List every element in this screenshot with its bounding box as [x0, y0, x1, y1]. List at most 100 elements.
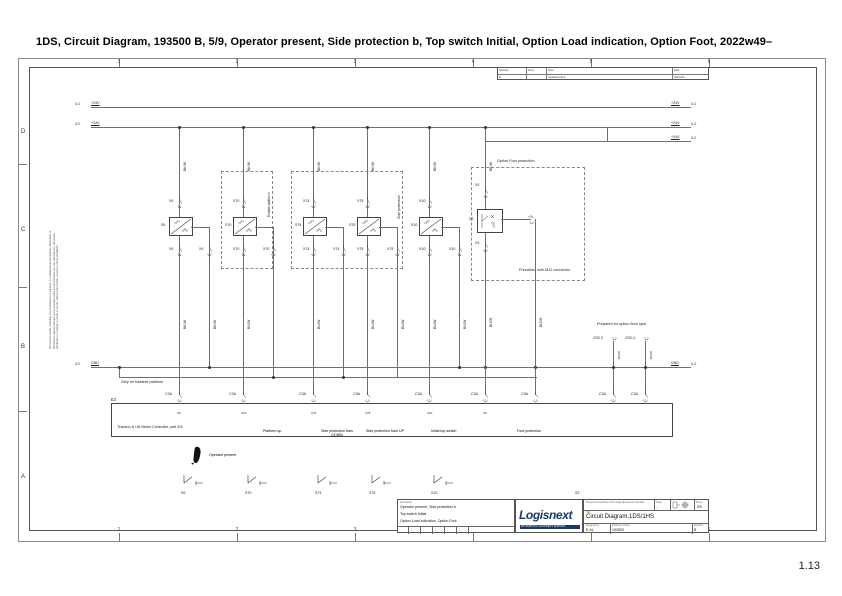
note-foldable-platform: Only on foldable platform — [121, 380, 164, 384]
branch-s10-pin-bot: X10 — [419, 247, 426, 251]
branch-s70-designator: S70 — [225, 223, 232, 227]
description-header: Description — [400, 500, 412, 504]
branch-s74-bot-wire: BU/W — [317, 319, 321, 329]
branch-s9-out-v — [209, 227, 210, 367]
branch-s75-out — [379, 227, 397, 228]
box-rotate-platform — [221, 171, 273, 269]
branch-s9-switch-out-icon — [207, 245, 213, 257]
branch-s70-pin-top: X70 — [233, 199, 240, 203]
branch-s75-pin-top: X75 — [357, 199, 364, 203]
rail-ground-left-label: GND — [91, 361, 99, 365]
branch-s3-switch-out-icon — [528, 214, 534, 225]
branch-s75-designator: S75 — [349, 223, 356, 227]
description-line-3: Option Load indication, Option Foot — [400, 519, 457, 523]
foldable-platform-drop — [119, 367, 120, 377]
branch-s74-switch-top-icon — [311, 197, 317, 209]
branch-s70-pin-out: X70 — [263, 247, 270, 251]
designator-s75: S75 — [369, 491, 376, 495]
revision-row-revision: B — [499, 75, 501, 79]
box-option-foot-protection — [471, 167, 585, 281]
branch-s9-sensor — [169, 217, 193, 236]
drawing-value: 193500 — [612, 528, 624, 532]
branch-s9-conn-icon — [177, 391, 183, 403]
column-1: 1 — [117, 59, 121, 65]
function-label-side-protection-down: Side protection bars DOWN — [321, 429, 353, 438]
revision-row-date: 2022w49 — [674, 75, 685, 79]
branch-s3-pin-line — [485, 367, 486, 395]
branch-s3-pin-top: X3 — [475, 183, 480, 187]
branch-s70-conn-icon — [241, 391, 247, 403]
rail-second-left-ref: /1.0 — [75, 122, 81, 126]
rail-ground-right-label: GND — [671, 361, 679, 365]
branch-s10-pin-line — [429, 367, 430, 395]
box-option-foot-protection-label: Option Foot protection — [497, 159, 535, 163]
box-side-protection-label: Side protection — [397, 195, 401, 219]
branch-s3-pin-bot: X3 — [475, 241, 480, 245]
revision-value: B — [694, 528, 697, 532]
branch-s74-conn-label: C3A — [299, 392, 306, 396]
branch-s3-vline — [485, 141, 486, 367]
drawing-frame — [29, 67, 817, 531]
branch-s9-pin-line — [179, 367, 180, 395]
note-floor-spot: Prepared for option floor spot — [597, 322, 647, 326]
rail-top-left-label: +24V — [91, 101, 100, 105]
branch-s10-bot-wire2: BU/W — [463, 319, 467, 329]
branch-s3-designator: S3 — [469, 217, 474, 221]
branch-s9-pin-top: X9 — [169, 199, 174, 203]
branch-s10-bot-wire: BU/W — [433, 319, 437, 329]
floor-spot-conn-icon-2 — [643, 391, 649, 403]
branch-s3-bot-wire: BU/W — [489, 317, 493, 327]
branch-s75-out-v — [397, 227, 398, 377]
branch-s10-out-v — [459, 227, 460, 367]
drawing-sheet: 1 2 3 4 5 6 1 2 3 4 5 6 D C B A All cont… — [18, 58, 826, 542]
revision-row-note: Updated brand — [548, 75, 566, 79]
function-label-side-protection-up: Side protection bars UP — [366, 429, 404, 433]
row-D: D — [21, 129, 26, 135]
rail-top-left-ref: /1.0 — [75, 102, 81, 106]
rail-top — [91, 107, 691, 108]
rail-branch-link — [607, 127, 608, 141]
branch-s75-bot-wire2: BU/W — [401, 319, 405, 329]
branch-s9-switch-bot-icon — [177, 245, 183, 257]
designator-s3: S3 — [575, 491, 580, 495]
description-line-1: Operator present, Side protection b — [400, 505, 457, 509]
branch-s70-out-v — [273, 227, 274, 377]
rail-second-left-label: +24V — [91, 121, 100, 125]
note-precabled-m12: Precabled with M12 connector — [519, 268, 571, 272]
floor-spot-switch-2-icon — [644, 337, 649, 341]
rail-top-right-label: +24V — [671, 101, 680, 105]
branch-s9-top-wire: BK/W — [183, 161, 187, 171]
function-label-operator-present: Operator present — [209, 453, 237, 457]
function-label-foot-protection: Foot protection — [517, 429, 541, 433]
branch-s3-switch-top-icon — [483, 187, 489, 199]
column-6: 6 — [707, 59, 711, 65]
branch-s3-out-v — [535, 219, 536, 269]
scale-value: - — [656, 504, 657, 509]
branch-s70-switch-bot-icon — [241, 245, 247, 257]
branch-s75-top-wire: BK/W — [371, 161, 375, 171]
branch-s75-pin-out: X75 — [387, 247, 394, 251]
box-side-protection — [291, 171, 403, 269]
column-3: 3 — [353, 59, 357, 65]
branch-s70-conn-label: C3A — [229, 392, 236, 396]
branch-s10-switch-bot-icon — [427, 245, 433, 257]
row-A: A — [21, 474, 26, 480]
revision-label: Revision — [694, 523, 704, 527]
sheet-value: 5/9 — [697, 504, 702, 509]
floor-spot-conn-label-1: C3A — [599, 392, 606, 396]
branch-s70-vline — [243, 127, 244, 377]
footprint-icon — [191, 446, 201, 465]
branch-s70-sensor — [233, 217, 257, 236]
branch-s10-top-wire: BK/W — [433, 161, 437, 171]
branch-s3-bot-wire2: BU/W — [539, 317, 543, 327]
branch-s74-out — [325, 227, 343, 228]
branch-s74-pin-top: X74 — [303, 199, 310, 203]
branch-s74-conn-icon — [311, 391, 317, 403]
branch-s10-pin-top: X10 — [419, 199, 426, 203]
row-C: C — [21, 227, 26, 233]
controller-designator: E2 — [111, 397, 117, 402]
rail-branch-right-label: +24V — [671, 135, 680, 139]
branch-s3-out — [501, 219, 531, 220]
branch-s75-sensor — [357, 217, 381, 236]
revision-header-date: Date — [674, 69, 680, 72]
